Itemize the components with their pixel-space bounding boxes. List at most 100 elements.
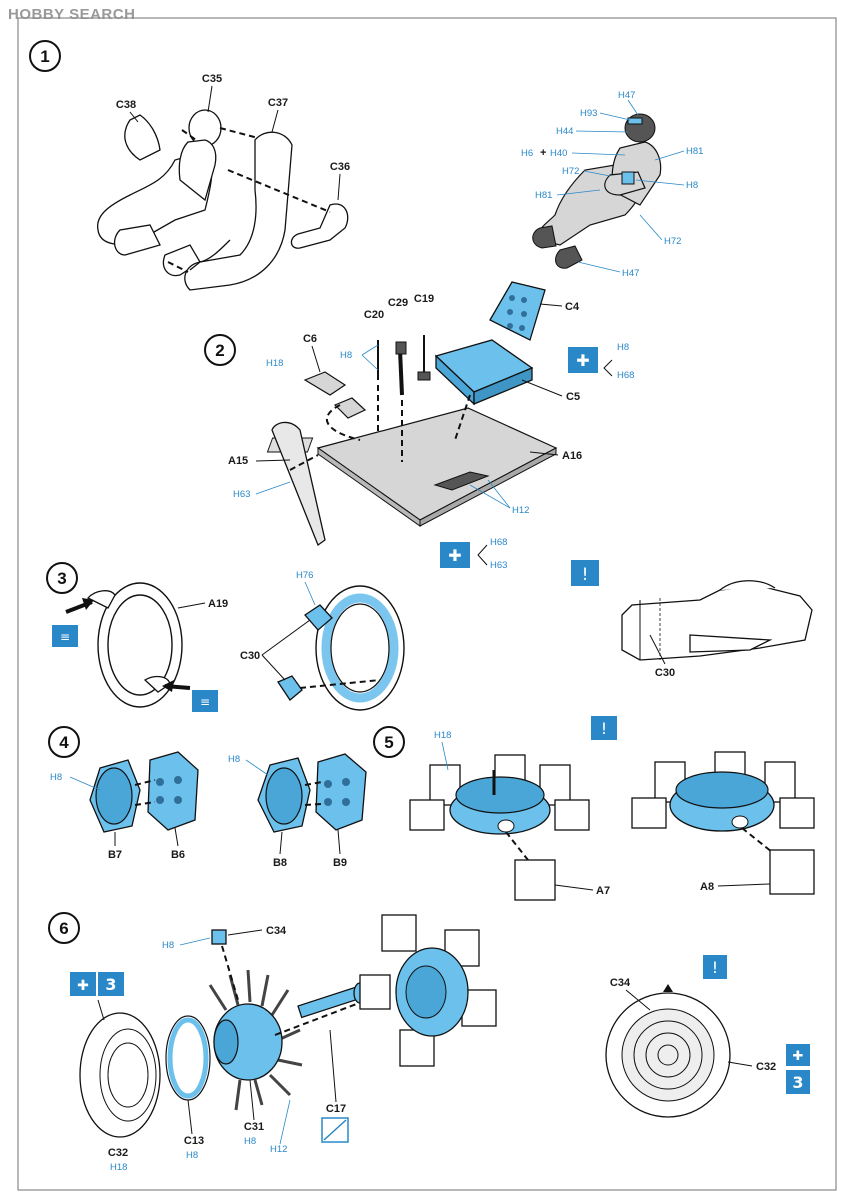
label-c30b: C30: [655, 667, 675, 679]
step-6: 6 ✚ 3 C32 H18 C13 H8: [48, 912, 810, 1173]
pilot-figure: [97, 109, 222, 277]
svg-text:!: !: [582, 565, 589, 585]
paint-h72b: H72: [664, 236, 681, 247]
paint-h47a: H47: [618, 90, 635, 101]
svg-text:✚: ✚: [576, 351, 589, 370]
label-c31: C31: [244, 1121, 264, 1133]
svg-text:!: !: [712, 958, 718, 977]
a15-bulkhead: [271, 421, 326, 547]
paint-h93: H93: [580, 108, 597, 119]
c36-arm: [290, 203, 349, 249]
label-c30: C30: [240, 650, 260, 662]
a19-ring: [107, 594, 173, 696]
step-1-badge: [29, 40, 61, 72]
svg-text:≡: ≡: [60, 630, 70, 644]
mix-icon: [786, 1044, 810, 1066]
svg-text:✚: ✚: [793, 1049, 804, 1064]
paint-plus: +: [540, 147, 546, 159]
note-icon: [703, 955, 727, 979]
c31-hub: [208, 969, 303, 1111]
step-5-number: 5: [384, 733, 393, 752]
label-c5: C5: [566, 391, 580, 403]
label-a16: A16: [562, 450, 582, 462]
svg-text:!: !: [601, 719, 607, 738]
c6-pedal: [303, 371, 347, 396]
label-a19: A19: [208, 598, 228, 610]
step-ref-number: 3: [792, 1073, 803, 1092]
label-c29: C29: [388, 297, 408, 309]
paint-h47b: H47: [622, 268, 639, 279]
label-b8: B8: [273, 857, 287, 869]
label-c34b: C34: [610, 977, 631, 989]
label-c6: C6: [303, 333, 317, 345]
label-c20: C20: [364, 309, 384, 321]
step-ref-number: 3: [105, 975, 116, 994]
a16-floor: [316, 407, 558, 521]
label-c13: C13: [184, 1135, 204, 1147]
c37-seat: [184, 131, 293, 291]
engine-front-view: [605, 984, 731, 1118]
sheet-border: [17, 17, 837, 1191]
step-5-badge: [373, 726, 405, 758]
label-b7: B7: [108, 849, 122, 861]
paint-h40: H40: [550, 148, 567, 159]
mix-icon: ✚: [440, 542, 470, 568]
paint-h18: H18: [266, 358, 283, 369]
svg-text:✚: ✚: [77, 978, 89, 994]
watermark: HOBBY SEARCH: [8, 6, 136, 23]
label-c35: C35: [202, 73, 222, 85]
step-6-badge: [48, 912, 80, 944]
label-a15: A15: [228, 455, 248, 467]
mix-icon: ✚: [568, 347, 598, 373]
svg-text:✚: ✚: [448, 546, 461, 565]
paint-h8: H8: [686, 180, 698, 191]
step-ref-badge: [98, 972, 124, 996]
paint-h76: H76: [296, 570, 313, 581]
paint-h63b: H63: [490, 560, 507, 571]
paint-h68: H68: [617, 370, 634, 381]
paint-h6: H6: [521, 148, 533, 159]
step-2-number: 2: [215, 341, 224, 360]
paint-h12: H12: [270, 1144, 287, 1155]
step-1: 1 C35 C37 C38 C36: [29, 40, 703, 291]
label-c37: C37: [268, 97, 288, 109]
label-c4: C4: [565, 301, 580, 313]
c13-ring: [167, 1017, 209, 1099]
paint-h8b: H8: [617, 342, 629, 353]
label-a7: A7: [596, 885, 610, 897]
cowl-ring: [330, 603, 390, 693]
note-icon: [571, 560, 599, 586]
paint-h8: H8: [340, 350, 352, 361]
paint-h81: H81: [686, 146, 703, 157]
c34-part: [211, 929, 227, 945]
paint-h8c: H8: [244, 1136, 256, 1147]
paint-h12: H12: [512, 505, 529, 516]
paint-h81b: H81: [535, 190, 552, 201]
paint-h18: H18: [434, 730, 451, 741]
label-c32: C32: [108, 1147, 128, 1159]
paint-h44: H44: [556, 126, 573, 137]
step-4: 4 H8 B7 B6 H8 B8 B9: [48, 726, 367, 869]
step-2-badge: [204, 334, 236, 366]
step-3: 3 ≡ ≡ A19 H76 C30 !: [46, 560, 813, 712]
label-c17: C17: [326, 1103, 346, 1115]
paint-h8b: H8: [228, 754, 240, 765]
label-c19: C19: [414, 293, 434, 305]
aircraft-side-view: [621, 580, 813, 661]
label-b6: B6: [171, 849, 185, 861]
step-6-number: 6: [59, 919, 68, 938]
paint-h72a: H72: [562, 166, 579, 177]
paint-h63: H63: [233, 489, 250, 500]
label-b9: B9: [333, 857, 347, 869]
step-3-badge: [46, 562, 78, 594]
paint-h8a: H8: [50, 772, 62, 783]
svg-text:≡: ≡: [200, 695, 210, 709]
paint-h8a: H8: [162, 940, 174, 951]
label-c36: C36: [330, 161, 350, 173]
label-c34: C34: [266, 925, 287, 937]
paint-brush-icon: [52, 625, 78, 647]
radial-engine: [359, 914, 497, 1067]
note-icon: [591, 716, 617, 740]
step-5: 5 ! H18 A7: [373, 716, 815, 901]
